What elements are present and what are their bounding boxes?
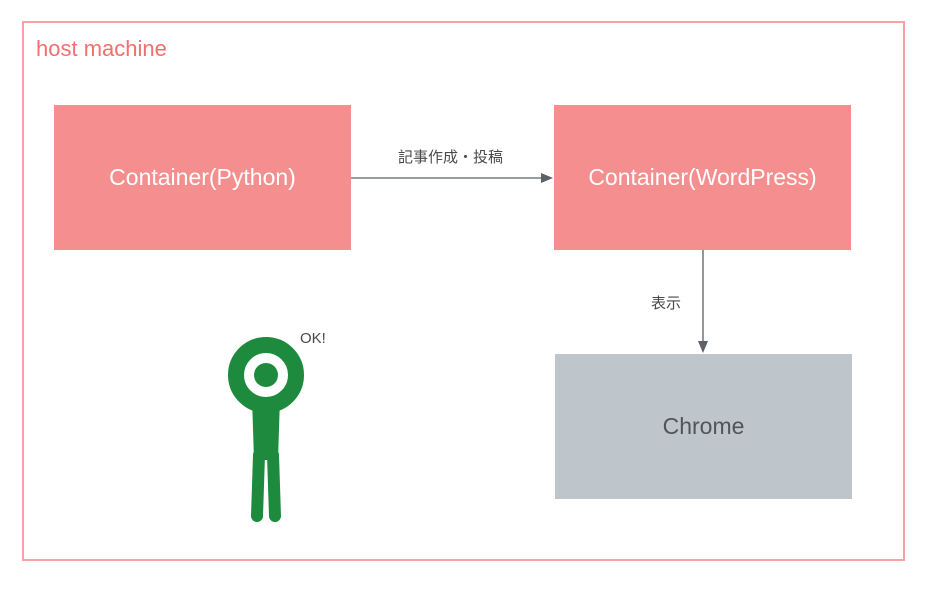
edge-label-post: 記事作成・投稿 — [398, 148, 504, 166]
container-python-node: Container(Python) — [54, 105, 351, 250]
container-wordpress-label: Container(WordPress) — [588, 164, 817, 190]
host-machine-frame — [22, 21, 905, 561]
chrome-label: Chrome — [662, 413, 745, 439]
container-python-label: Container(Python) — [109, 164, 296, 190]
person-ok-note: OK! — [300, 330, 326, 347]
edge-label-display: 表示 — [651, 294, 682, 312]
container-wordpress-node: Container(WordPress) — [554, 105, 851, 250]
host-machine-label: host machine — [36, 36, 167, 61]
chrome-node: Chrome — [555, 354, 852, 499]
